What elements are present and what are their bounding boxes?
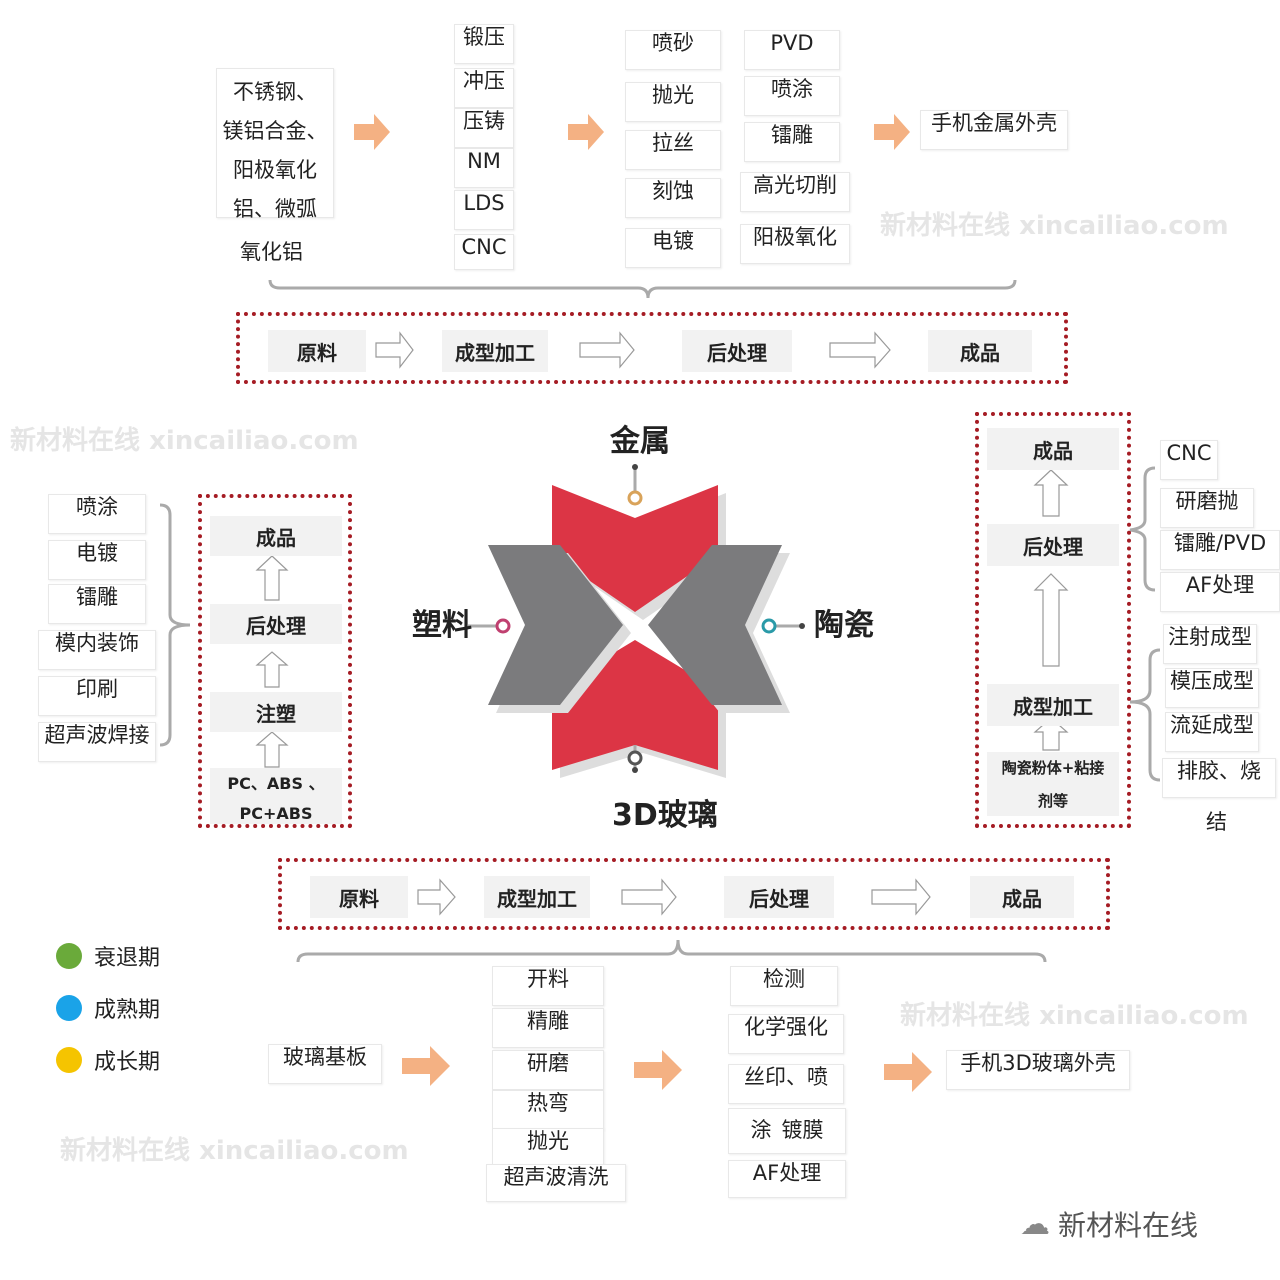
plastic-stage: PC、ABS 、 PC+ABS [210, 768, 342, 824]
glass-stage: 成型加工 [484, 876, 590, 918]
glass-material: 玻璃基板 [268, 1044, 382, 1084]
text: 陶瓷粉体+粘接 [1001, 759, 1105, 777]
plastic-post-item: 模内装饰 [38, 630, 156, 670]
metal-post-item: 喷涂 [744, 76, 840, 116]
ceramic-label: 陶瓷 [814, 608, 874, 643]
glass-forming-item: 热弯 [492, 1090, 604, 1130]
ceramic-forming-item: 注射成型 [1163, 624, 1257, 664]
glass-flow-frame [278, 858, 1110, 930]
ceramic-forming-item: 排胶、烧 [1162, 758, 1276, 798]
metal-stage: 原料 [268, 330, 366, 372]
glass-forming-item: 超声波清洗 [486, 1164, 626, 1202]
ceramic-stage: 成品 [987, 428, 1119, 470]
green-dot-icon [56, 943, 82, 969]
plastic-post-item: 喷涂 [48, 494, 146, 534]
ceramic-stage: 陶瓷粉体+粘接剂等 [987, 752, 1119, 816]
glass-stage: 成品 [970, 876, 1074, 918]
metal-stage: 后处理 [682, 330, 792, 372]
plastic-post-item: 镭雕 [48, 584, 146, 624]
metal-post-item: 阳极氧化 [740, 224, 850, 264]
ceramic-stage: 成型加工 [987, 684, 1119, 726]
glass-forming-item: 精雕 [492, 1008, 604, 1048]
ceramic-post-item: 镭雕/PVD [1160, 530, 1280, 570]
text: 涂 [750, 1118, 772, 1143]
outline-arrows [255, 331, 1069, 916]
metal-post-item: 电镀 [625, 228, 721, 268]
ceramic-post-item: AF处理 [1160, 572, 1280, 612]
text: 剂等 [1037, 792, 1068, 810]
glass-post-item: 化学强化 [728, 1014, 844, 1054]
glass-post-item: 丝印、喷 [728, 1064, 844, 1104]
glass-forming-item: 抛光 [492, 1128, 604, 1166]
orange-arrows [354, 114, 932, 1092]
ceramic-post-item: CNC [1160, 440, 1218, 480]
plastic-label: 塑料 [412, 608, 472, 643]
metal-product: 手机金属外壳 [920, 110, 1068, 150]
yellow-dot-icon [56, 1047, 82, 1073]
glass-forming-item: 开料 [492, 966, 604, 1006]
text: 镀膜 [781, 1118, 824, 1143]
legend-item: 成熟期 [56, 992, 160, 1024]
metal-post-item: 拉丝 [625, 130, 721, 170]
glass-post-item: 涂镀膜 [728, 1108, 846, 1154]
metal-forming-item: 压铸 [454, 108, 514, 148]
center-emblem [488, 485, 790, 778]
plastic-stage: 成品 [210, 516, 342, 556]
metal-post-item: 抛光 [625, 82, 721, 122]
text: 铝、微弧 [233, 197, 317, 221]
glass-forming-item: 研磨 [492, 1050, 604, 1090]
legend-item: 衰退期 [56, 940, 160, 972]
brand: ☁ 新材料在线 [1020, 1204, 1198, 1244]
wechat-icon: ☁ [1020, 1206, 1050, 1242]
ceramic-forming-item: 流延成型 [1165, 712, 1259, 752]
ceramic-forming-item: 模压成型 [1165, 668, 1259, 708]
metal-post-item: 喷砂 [625, 30, 721, 70]
ceramic-post-item: 研磨抛 [1160, 488, 1254, 528]
plastic-post-item: 电镀 [48, 540, 146, 580]
metal-post-item: 刻蚀 [625, 178, 721, 218]
plastic-stage: 注塑 [210, 692, 342, 732]
metal-label: 金属 [610, 424, 670, 459]
metal-forming-item: NM [454, 148, 514, 188]
text: PC、ABS 、 [227, 773, 325, 793]
plastic-stage: 后处理 [210, 604, 342, 644]
brand-name: 新材料在线 [1058, 1209, 1199, 1242]
text: PC+ABS [239, 803, 313, 823]
legend-label: 成熟期 [94, 998, 161, 1023]
text: 不锈钢、 [233, 80, 317, 104]
metal-forming-item: LDS [454, 190, 514, 230]
text: 镁铝合金、 [222, 119, 328, 143]
legend-label: 成长期 [94, 1050, 161, 1075]
legend-item: 成长期 [56, 1044, 160, 1076]
glass-post-item: 检测 [730, 966, 838, 1006]
plastic-post-item: 印刷 [38, 676, 156, 716]
plastic-flow-frame [198, 494, 352, 828]
metal-stage: 成品 [928, 330, 1032, 372]
glass-product: 手机3D玻璃外壳 [946, 1050, 1130, 1090]
ceramic-stage: 后处理 [987, 524, 1119, 566]
glass-stage: 原料 [310, 876, 408, 918]
metal-post-item: PVD [744, 30, 840, 70]
metal-forming-item: 冲压 [454, 68, 514, 108]
glass-post-item: AF处理 [728, 1160, 846, 1198]
glass-label: 3D玻璃 [612, 798, 718, 833]
legend-label: 衰退期 [94, 946, 161, 971]
metal-forming-item: 锻压 [454, 24, 514, 64]
text: 阳极氧化 [233, 158, 317, 182]
plastic-post-item: 超声波焊接 [38, 722, 156, 762]
blue-dot-icon [56, 995, 82, 1021]
text: 氧化铝 [240, 240, 303, 264]
text: 结 [1206, 810, 1227, 834]
metal-post-item: 镭雕 [744, 122, 840, 162]
metal-materials: 不锈钢、镁铝合金、阳极氧化铝、微弧 [216, 68, 334, 221]
ceramic-flow-frame [975, 412, 1131, 828]
metal-forming-item: CNC [454, 234, 514, 270]
metal-post-item: 高光切削 [740, 172, 850, 212]
metal-flow-frame [236, 312, 1068, 384]
glass-stage: 后处理 [724, 876, 834, 918]
metal-stage: 成型加工 [442, 330, 548, 372]
